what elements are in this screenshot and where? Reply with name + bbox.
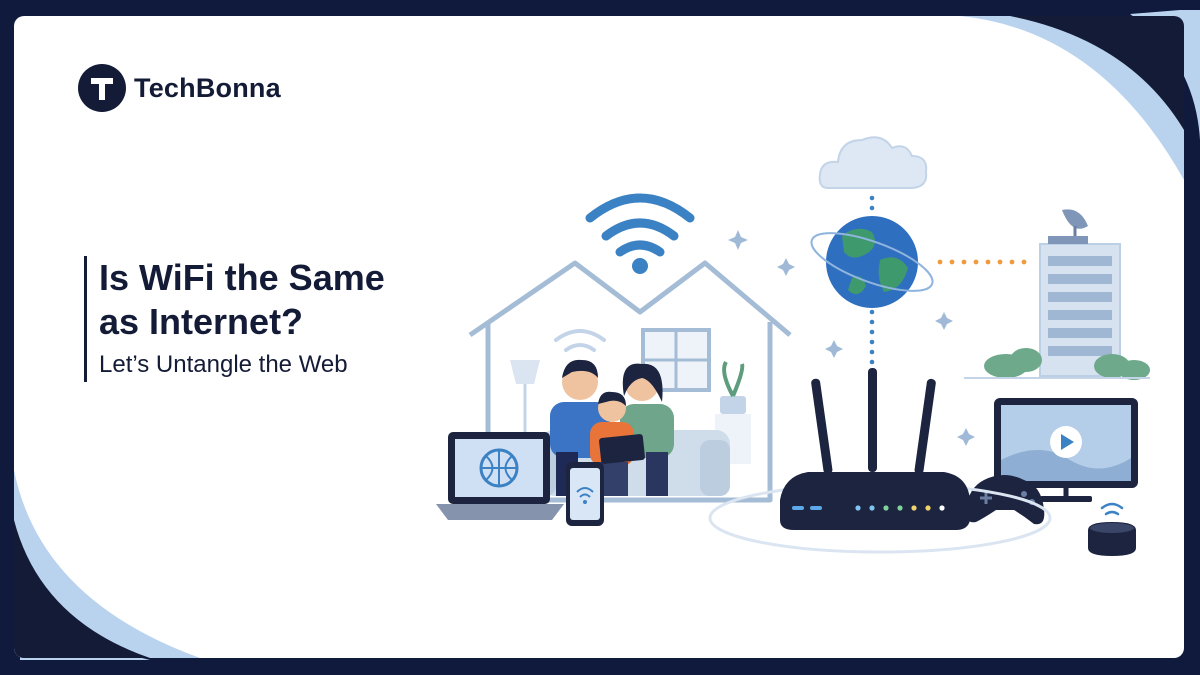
globe-icon: [810, 216, 934, 308]
brand-name: TechBonna: [134, 72, 281, 103]
headline-subtitle: Let’s Untangle the Web: [99, 351, 348, 378]
hero-card: TechBonna Is WiFi the Same as Internet? …: [14, 16, 1184, 658]
connection-lines: [869, 195, 875, 365]
wifi-icon: [585, 193, 695, 257]
smart-speaker-icon: [1088, 502, 1136, 556]
sparkle-icon: [728, 230, 975, 446]
satellite-dish-icon: [1048, 209, 1088, 244]
hero-illustration: [14, 16, 1184, 658]
play-icon: [1050, 426, 1082, 458]
bottom-left-wave-dark: [14, 520, 150, 658]
building-icon: [1039, 243, 1121, 377]
headline-title-line2: as Internet?: [99, 301, 304, 342]
top-right-wave-dark: [1010, 16, 1184, 130]
smartphone-icon: [566, 462, 604, 526]
router-icon: [780, 368, 970, 530]
house-icon: [468, 260, 792, 503]
logo-mark-icon: [78, 64, 126, 112]
laptop-icon: [436, 432, 564, 520]
headline-title-line1: Is WiFi the Same: [99, 257, 385, 298]
headline-block: Is WiFi the Same as Internet? Let’s Unta…: [84, 256, 385, 382]
cloud-icon: [818, 136, 928, 189]
brand-logo[interactable]: TechBonna: [78, 64, 281, 112]
